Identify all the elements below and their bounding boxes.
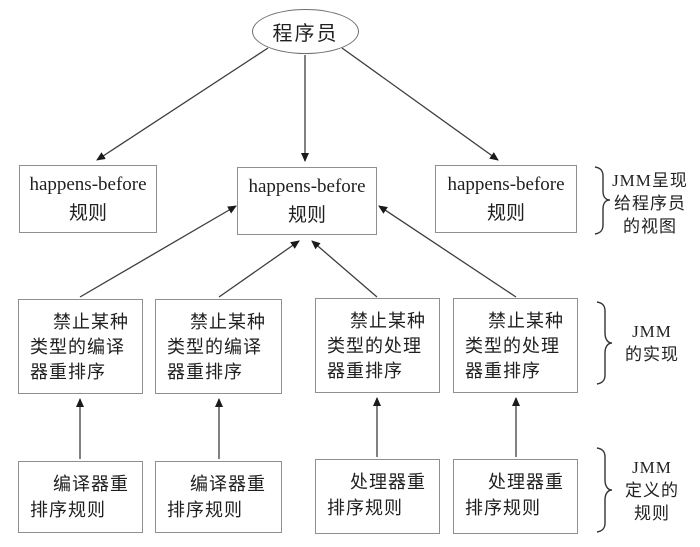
processor-reorder-ban-box-2: 禁止某种 类型的处理 器重排序 [453,298,578,393]
box-line: 排序规则 [30,500,106,520]
processor-reorder-rule-box-1: 处理器重 排序规则 [315,459,440,534]
arrow-ban2-to-hb2 [218,240,300,298]
label-line: 规则 [634,504,670,523]
box-line: 器重排序 [327,361,403,381]
happens-before-box-3: happens-before 规则 [435,165,577,233]
box-line: 规则 [287,205,326,226]
label-line: JMM [632,458,672,477]
box-line: 规则 [68,203,107,224]
jmm-implementation-label: JMM 的实现 [604,320,700,366]
jmm-view-label: JMM呈现 给程序员 的视图 [602,169,698,238]
label-line: JMM [632,322,672,341]
box-line: 处理器重 [488,472,564,492]
box-line: 器重排序 [167,362,243,382]
box-line: 编译器重 [53,474,129,494]
box-line: happens-before [248,176,366,197]
arrow-ban3-to-hb2 [311,240,378,298]
happens-before-box-2: happens-before 规则 [237,167,377,235]
box-line: 排序规则 [327,498,403,518]
label-line: 定义的 [625,481,679,500]
box-line: 编译器重 [190,474,266,494]
box-line: 类型的处理 [465,336,560,356]
label-line: 给程序员 [614,194,686,213]
box-line: 类型的编译 [167,337,262,357]
box-line: 规则 [486,203,525,224]
processor-reorder-ban-box-1: 禁止某种 类型的处理 器重排序 [315,298,440,393]
programmer-label: 程序员 [272,23,339,45]
arrow-programmer-to-hb1 [96,47,269,161]
compiler-reorder-ban-box-2: 禁止某种 类型的编译 器重排序 [155,299,282,394]
jmm-rules-label: JMM 定义的 规则 [604,456,700,525]
box-line: 器重排序 [30,362,106,382]
box-line: 禁止某种 [190,312,266,332]
compiler-reorder-ban-box-1: 禁止某种 类型的编译 器重排序 [18,299,143,394]
programmer-node: 程序员 [252,9,359,54]
box-line: happens-before [29,174,147,195]
arrow-programmer-to-hb3 [341,47,499,161]
box-line: 排序规则 [465,498,541,518]
box-line: 排序规则 [167,500,243,520]
box-line: happens-before [447,174,565,195]
box-line: 类型的处理 [327,336,422,356]
box-line: 禁止某种 [53,312,129,332]
processor-reorder-rule-box-2: 处理器重 排序规则 [453,459,578,534]
label-line: JMM呈现 [612,171,688,190]
happens-before-box-1: happens-before 规则 [19,165,157,233]
box-line: 禁止某种 [488,311,564,331]
compiler-reorder-rule-box-2: 编译器重 排序规则 [155,461,282,533]
label-line: 的实现 [625,345,679,364]
box-line: 类型的编译 [30,337,125,357]
label-line: 的视图 [623,217,677,236]
compiler-reorder-rule-box-1: 编译器重 排序规则 [18,461,143,533]
box-line: 禁止某种 [350,311,426,331]
box-line: 处理器重 [350,472,426,492]
box-line: 器重排序 [465,361,541,381]
